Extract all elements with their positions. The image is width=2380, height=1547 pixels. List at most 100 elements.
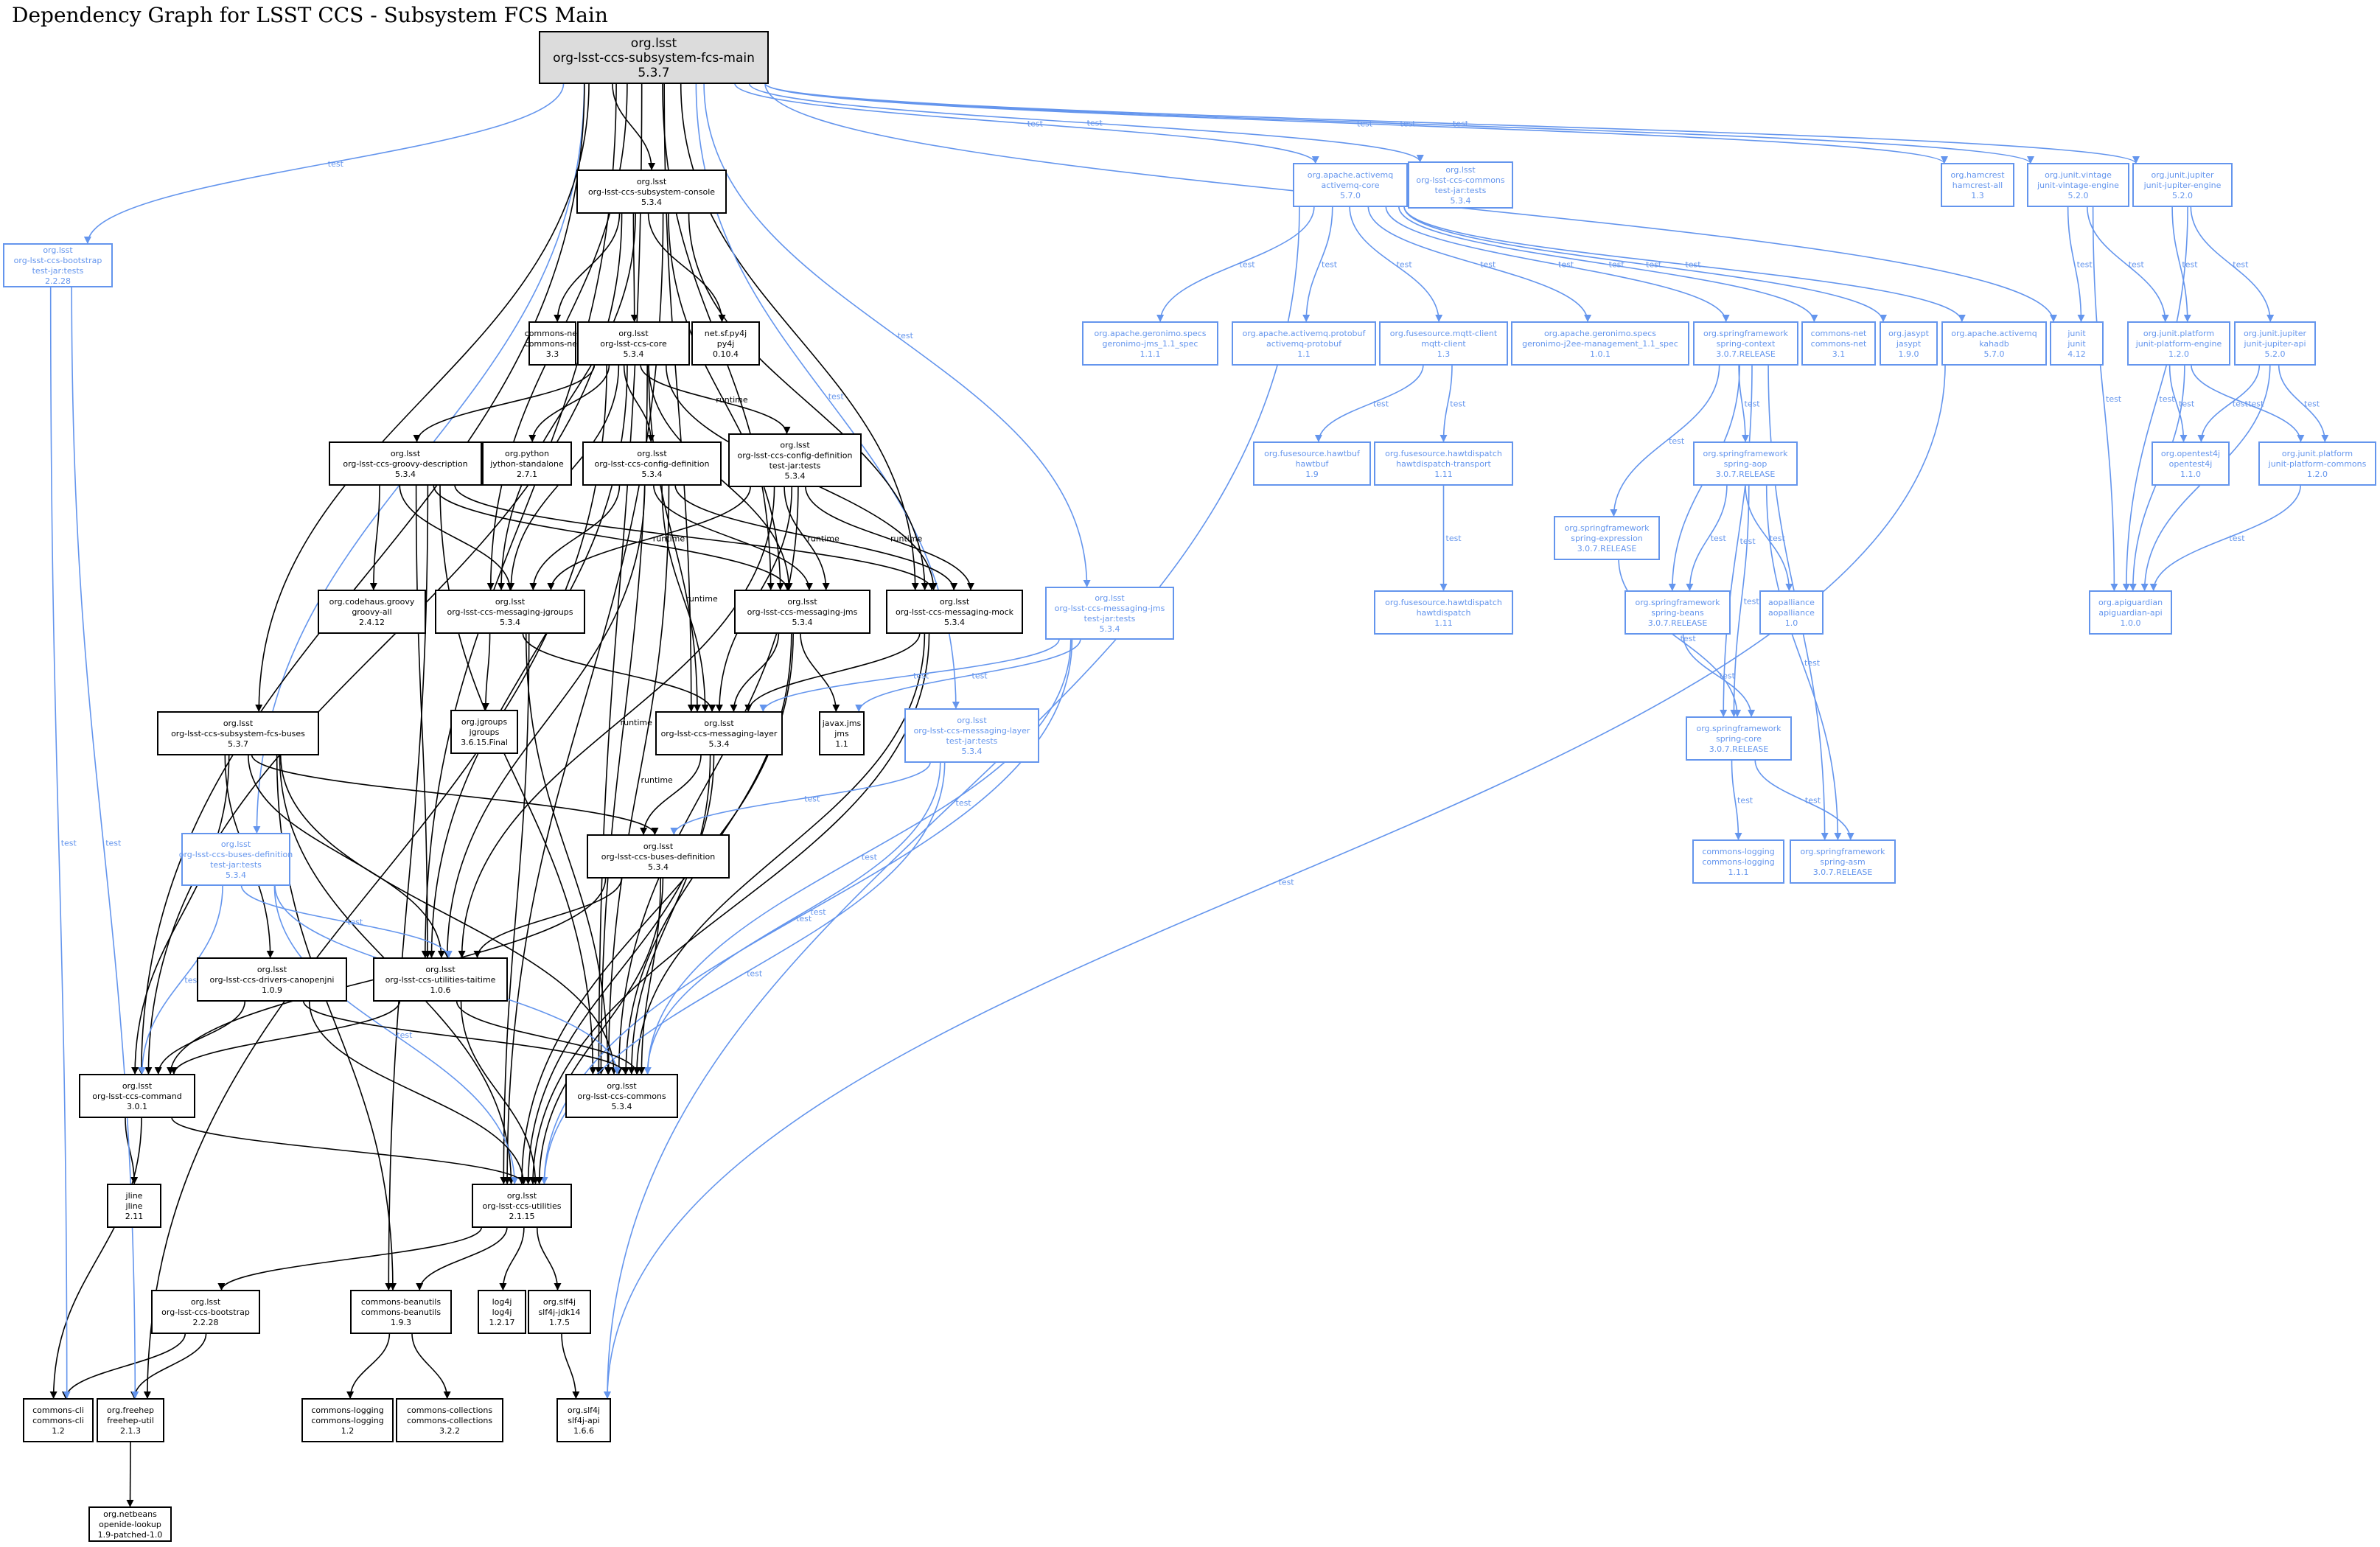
node-label-line: 5.2.0	[2265, 349, 2286, 359]
edge-label: test	[1737, 796, 1753, 806]
node-spring-asm[interactable]: org.springframeworkspring-asm3.0.7.RELEA…	[1790, 839, 1896, 884]
edge-path	[800, 632, 840, 713]
node-spring-context[interactable]: org.springframeworkspring-context3.0.7.R…	[1693, 321, 1798, 366]
node-j2ee[interactable]: org.apache.geronimo.specsgeronimo-j2ee-m…	[1511, 321, 1689, 366]
node-jupiter-engine[interactable]: org.junit.jupiterjunit-jupiter-engine5.2…	[2132, 163, 2233, 207]
node-console[interactable]: org.lsstorg-lsst-ccs-subsystem-console5.…	[576, 170, 727, 214]
node-collections[interactable]: commons-collectionscommons-collections3.…	[396, 1398, 503, 1442]
edge-label: test	[972, 671, 988, 681]
node-config-def-test[interactable]: org.lsstorg-lsst-ccs-config-definitionte…	[728, 433, 862, 487]
edge-main-to-activemq-core	[734, 83, 1319, 164]
edge-path	[130, 1333, 207, 1400]
edge-path	[1439, 364, 1453, 443]
node-groovy-desc[interactable]: org.lsstorg-lsst-ccs-groovy-description5…	[329, 441, 482, 486]
node-hawtdispatch[interactable]: org.fusesource.hawtdispatchhawtdispatch1…	[1374, 590, 1513, 635]
node-config-def[interactable]: org.lsstorg-lsst-ccs-config-definition5.…	[582, 441, 722, 486]
node-box	[2127, 321, 2230, 366]
edge-core-to-groovy-desc	[413, 364, 596, 443]
edge-label: test	[1027, 119, 1044, 129]
node-openide[interactable]: org.netbeansopenide-lookup1.9-patched-1.…	[88, 1506, 172, 1542]
node-buses-def[interactable]: org.lsstorg-lsst-ccs-buses-definition5.3…	[587, 834, 730, 879]
node-label-line: org-lsst-ccs-buses-definition	[179, 850, 293, 859]
edge-bootstrap-test-to-commons-cli	[49, 286, 71, 1400]
edge-path	[503, 212, 664, 1185]
edge-kahadb-to-slf4j-api	[604, 364, 1946, 1400]
edge-path	[604, 206, 1300, 1400]
node-buses-def-test[interactable]: org.lsstorg-lsst-ccs-buses-definitiontes…	[179, 833, 293, 886]
edge-bootstrap-to-freehep	[130, 1333, 207, 1400]
node-label-line: org.lsst	[787, 597, 817, 607]
edge-path	[49, 1117, 142, 1400]
edge-msg-jgroups-to-utilities	[500, 632, 530, 1185]
node-hawtdispatch-transport[interactable]: org.fusesource.hawtdispatchhawtdispatch-…	[1374, 441, 1513, 486]
node-fcs-buses[interactable]: org.lsstorg-lsst-ccs-subsystem-fcs-buses…	[157, 711, 319, 755]
node-label-line: org.lsst	[1445, 165, 1476, 175]
node-vintage[interactable]: org.junit.vintagejunit-vintage-engine5.2…	[2027, 163, 2129, 207]
node-taitime[interactable]: org.lsstorg-lsst-ccs-utilities-taitime1.…	[373, 957, 508, 1002]
edge-path	[1403, 206, 1887, 323]
node-msg-jms-test[interactable]: org.lsstorg-lsst-ccs-messaging-jmstest-j…	[1045, 587, 1174, 640]
node-platform-engine[interactable]: org.junit.platformjunit-platform-engine1…	[2127, 321, 2230, 366]
node-canopenjni[interactable]: org.lsstorg-lsst-ccs-drivers-canopenjni1…	[197, 957, 347, 1002]
node-box	[2152, 441, 2230, 486]
edge-path	[1618, 559, 1742, 718]
node-label-line: org.lsst	[257, 965, 287, 974]
node-spring-core[interactable]: org.springframeworkspring-core3.0.7.RELE…	[1686, 716, 1792, 761]
node-ccs-commons-test[interactable]: org.lsstorg-lsst-ccs-commonstest-jar:tes…	[1408, 161, 1513, 209]
edge-spring-beans-to-spring-core	[1682, 633, 1756, 718]
node-msg-jgroups[interactable]: org.lsstorg-lsst-ccs-messaging-jgroups5.…	[435, 590, 585, 634]
edge-label: test	[1745, 399, 1761, 409]
node-spring-aop[interactable]: org.springframeworkspring-aop3.0.7.RELEA…	[1693, 441, 1798, 486]
node-label-line: junit	[2067, 339, 2086, 349]
node-label-line: org-lsst-ccs-subsystem-fcs-buses	[171, 729, 305, 738]
node-spring-beans[interactable]: org.springframeworkspring-beans3.0.7.REL…	[1625, 590, 1731, 635]
node-protobuf[interactable]: org.apache.activemq.protobufactivemq-pro…	[1232, 321, 1376, 366]
edge-utilities-to-log4j	[499, 1226, 525, 1291]
node-msg-layer[interactable]: org.lsstorg-lsst-ccs-messaging-layer5.3.…	[655, 711, 783, 755]
edge-fcs-buses-to-buses-def	[251, 754, 659, 836]
node-geronimo-jms[interactable]: org.apache.geronimo.specsgeronimo-jms_1.…	[1082, 321, 1218, 366]
node-label-line: test-jar:tests	[1435, 186, 1487, 195]
edge-core-to-jython	[528, 364, 610, 443]
node-spring-expression[interactable]: org.springframeworkspring-expression3.0.…	[1554, 516, 1660, 560]
node-main[interactable]: org.lsstorg-lsst-ccs-subsystem-fcs-main5…	[539, 31, 769, 84]
node-platform-commons[interactable]: org.junit.platformjunit-platform-commons…	[2258, 441, 2376, 486]
edge-label: test	[2182, 260, 2198, 270]
node-msg-layer-test[interactable]: org.lsstorg-lsst-ccs-messaging-layertest…	[904, 708, 1039, 763]
node-bootstrap-test[interactable]: org.lsstorg-lsst-ccs-bootstraptest-jar:t…	[3, 243, 113, 287]
